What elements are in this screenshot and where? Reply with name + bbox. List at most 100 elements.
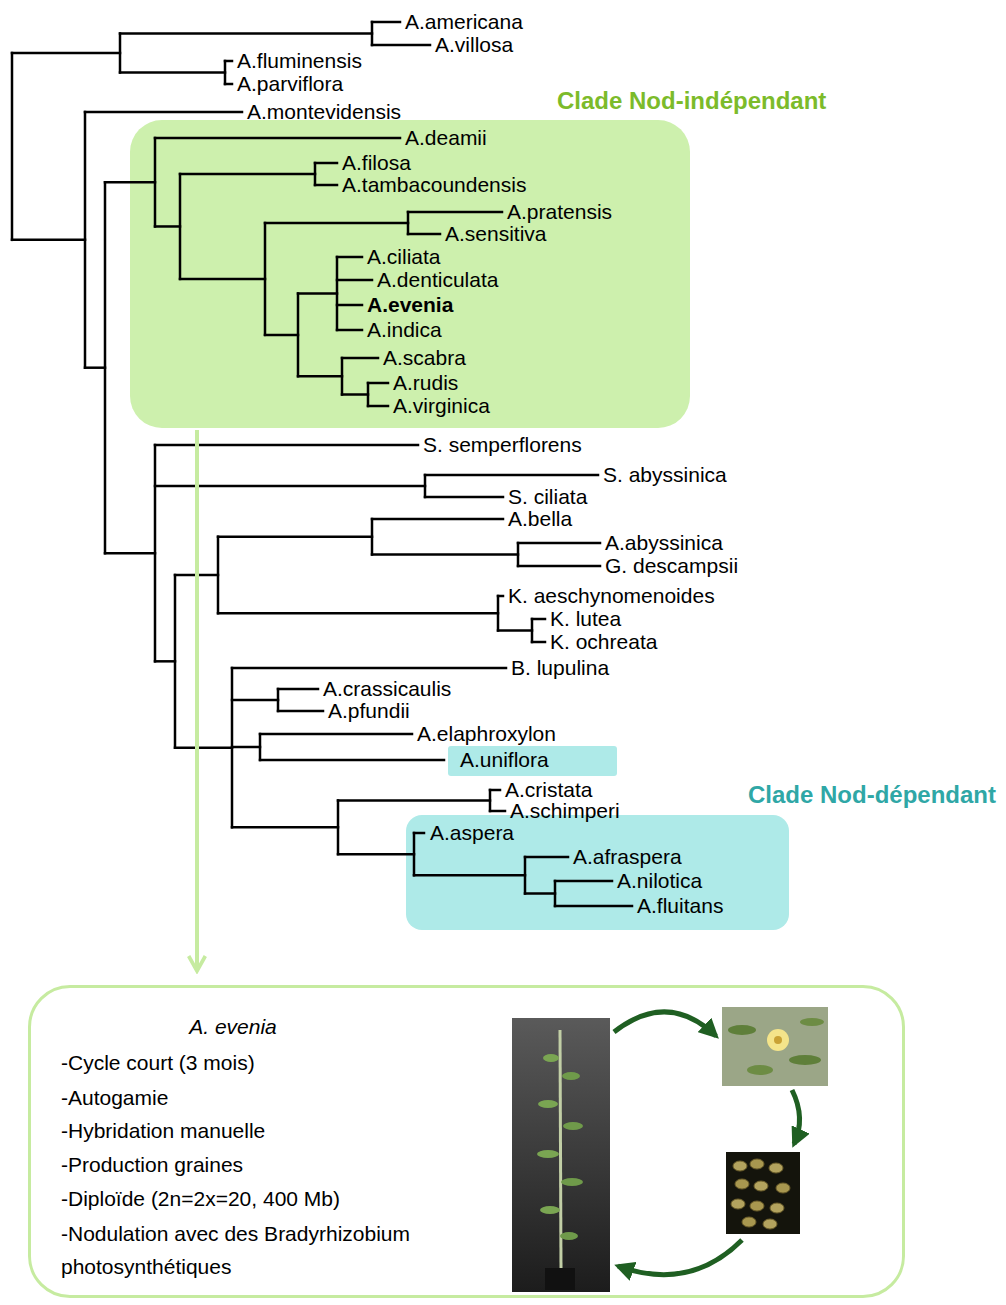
- flower-photo: [722, 1007, 828, 1086]
- tree-branch: [498, 595, 503, 598]
- tree-branch: [84, 112, 87, 368]
- tree-branch: [425, 474, 598, 477]
- tree-branch: [554, 881, 557, 906]
- tree-branch: [225, 83, 232, 86]
- trait-item: -Cycle court (3 mois): [61, 1051, 255, 1075]
- tree-branch: [371, 22, 374, 45]
- clade-region: Clade Nod-indépendantA.deamiiA.filosaA.t…: [130, 120, 690, 428]
- species-name: K. aeschynomenoides: [508, 584, 715, 608]
- tree-branch: [218, 536, 372, 539]
- tree-branch: [314, 163, 317, 185]
- tree-branch: [490, 810, 505, 813]
- tree-branch: [532, 641, 545, 644]
- cycle-arrows: [614, 1012, 800, 1275]
- tree-branch: [120, 71, 225, 74]
- tree-branch: [517, 543, 520, 566]
- tree-branch: [232, 667, 506, 670]
- species-name: G. descampsii: [605, 554, 738, 578]
- tree-branch: [518, 542, 600, 545]
- tree-branch: [315, 184, 337, 187]
- tree-branch: [408, 233, 440, 236]
- species-name: A.schimperi: [510, 799, 620, 823]
- tree-branch: [155, 485, 425, 488]
- species-name: A.bella: [508, 507, 572, 531]
- tree-branch: [407, 212, 410, 234]
- clade-title: Clade Nod-dépendant: [748, 781, 996, 809]
- tree-branch: [120, 32, 372, 35]
- species-name: A.sensitiva: [445, 222, 547, 246]
- tree-branch: [498, 629, 532, 632]
- species-name: A.elaphroxylon: [417, 722, 556, 746]
- phylogenetic-tree: [12, 22, 632, 906]
- tree-branch: [372, 21, 400, 24]
- tree-branch: [341, 358, 344, 395]
- tree-branch: [175, 574, 218, 577]
- species-name: K. lutea: [550, 607, 621, 631]
- tree-branch: [154, 445, 157, 661]
- plant-photo: [512, 1018, 610, 1292]
- tree-branch: [342, 393, 368, 396]
- tree-branch: [180, 173, 315, 176]
- species-name: A.parviflora: [237, 72, 343, 96]
- trait-item: -Autogamie: [61, 1086, 168, 1110]
- species-name: A.crassicaulis: [323, 677, 451, 701]
- tree-branch: [278, 710, 323, 713]
- label-slot: A.pfundii: [328, 699, 410, 723]
- tree-branch: [179, 174, 182, 279]
- tree-branch: [555, 905, 632, 908]
- trait-item: -Hybridation manuelle: [61, 1119, 265, 1143]
- trait-item: -Diploïde (2n=2x=20, 400 Mb): [61, 1187, 340, 1211]
- tree-branch: [175, 746, 232, 749]
- species-name: S. semperflorens: [423, 433, 582, 457]
- species-name: B. lupulina: [511, 656, 609, 680]
- species-name: A.deamii: [405, 126, 487, 150]
- tree-branch: [217, 537, 220, 614]
- species-name: A.rudis: [393, 371, 458, 395]
- clade-title: Clade Nod-indépendant: [557, 87, 826, 115]
- label-slot: B. lupulina: [511, 656, 609, 680]
- tree-branch: [368, 382, 388, 385]
- species-name: A.uniflora: [460, 748, 549, 772]
- tree-branch: [525, 892, 555, 895]
- tree-branch: [260, 733, 412, 736]
- label-slot: A.bella: [508, 507, 572, 531]
- tree-branch: [278, 688, 318, 691]
- species-name: A.fluminensis: [237, 49, 362, 73]
- tree-branch: [297, 294, 300, 377]
- tree-branch: [372, 518, 503, 521]
- tree-branch: [337, 304, 362, 307]
- tree-branch: [408, 211, 502, 214]
- label-slot: A.cristata: [505, 778, 593, 802]
- label-slot: A.abyssinica: [605, 531, 723, 555]
- tree-branch: [525, 856, 568, 859]
- tree-branch: [555, 880, 612, 883]
- species-name: A.afraspera: [573, 845, 682, 869]
- species-name: A.indica: [367, 318, 442, 342]
- species-name: A.filosa: [342, 151, 411, 175]
- clade-arrow: [195, 430, 199, 971]
- tree-branch: [260, 759, 444, 762]
- tree-branch: [264, 223, 267, 335]
- tree-branch: [337, 256, 362, 259]
- tree-branch: [371, 519, 374, 555]
- tree-branch: [85, 111, 242, 114]
- tree-branch: [232, 699, 278, 702]
- species-name: A.americana: [405, 10, 523, 34]
- tree-branch: [12, 52, 120, 55]
- tree-branch: [414, 832, 424, 835]
- tree-branch: [497, 596, 500, 631]
- species-name: A.ciliata: [367, 245, 441, 269]
- tree-branch: [224, 61, 227, 84]
- tree-branch: [155, 444, 418, 447]
- tree-branch: [11, 53, 14, 240]
- tree-branch: [265, 334, 298, 337]
- tree-branch: [12, 239, 85, 242]
- tree-branch: [342, 357, 378, 360]
- species-name: A.virginica: [393, 394, 490, 418]
- label-slot: A.elaphroxylon: [417, 722, 556, 746]
- label-slot: A.fluminensis: [237, 49, 362, 73]
- trait-item: -Nodulation avec des Bradyrhizobium phot…: [61, 1217, 441, 1283]
- tree-branch: [368, 405, 388, 408]
- tree-branch: [298, 375, 342, 378]
- species-name: A.montevidensis: [247, 100, 401, 124]
